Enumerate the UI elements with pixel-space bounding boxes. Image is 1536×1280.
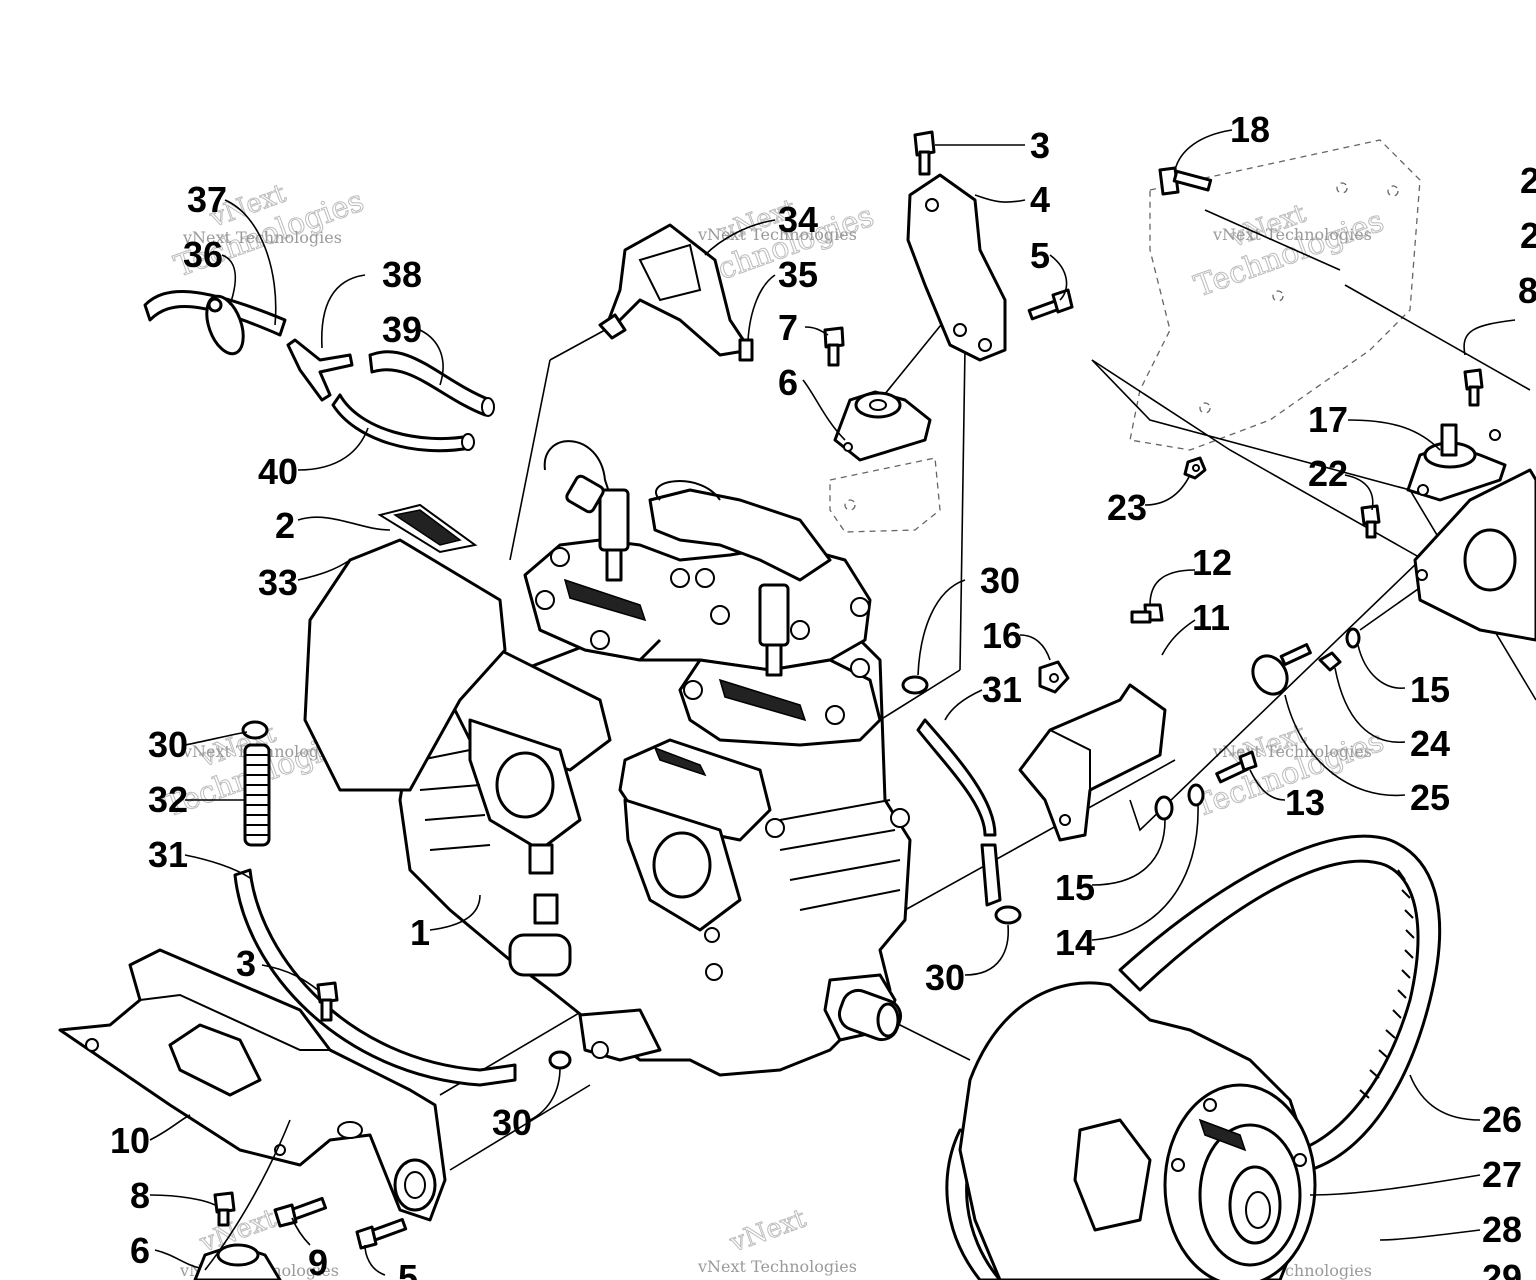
bolt-3-top (913, 130, 936, 176)
rubber-mount-6 (833, 390, 932, 462)
callout-label: 11 (1192, 597, 1230, 638)
clamps-30 (241, 675, 1022, 1070)
bolt-3-lower (316, 981, 339, 1022)
callout-label: 12 (1192, 542, 1232, 583)
callout-label: 22 (1308, 453, 1348, 494)
bolt-7 (823, 326, 845, 367)
callout-label: 40 (258, 451, 298, 492)
leader-lines (149, 129, 1516, 1276)
callout-label: 7 (778, 307, 798, 348)
callout-label: 3 (1030, 125, 1050, 166)
callout-label: 39 (382, 309, 422, 350)
bolt-8-right (1463, 368, 1484, 407)
callout-label: 8 (130, 1175, 150, 1216)
callout-label: 9 (308, 1242, 328, 1280)
callout-label: 15 (1055, 867, 1095, 908)
callout-label: 2 (1520, 160, 1536, 201)
watermark: vNext (725, 1203, 811, 1259)
watermark-text: vNext Technologies (697, 1257, 857, 1276)
callout-label: 33 (258, 562, 298, 603)
callout-label: 16 (982, 615, 1022, 656)
callout-label: 23 (1107, 487, 1147, 528)
svg-text:vNext: vNext (725, 1203, 810, 1258)
callout-label: 37 (187, 179, 227, 220)
bolts (207, 130, 1484, 1250)
callout-label: 17 (1308, 399, 1348, 440)
drive-clutch-27 (958, 981, 1317, 1280)
callout-label: 29 (1482, 1257, 1522, 1280)
callout-label: 32 (148, 779, 188, 820)
callout-label: 1 (410, 912, 430, 953)
callout-label: 25 (1410, 777, 1450, 818)
callout-label: 30 (925, 957, 965, 998)
fitting-on-hose (207, 297, 223, 313)
callout-label: 3 (236, 943, 256, 984)
bolt-13 (1215, 750, 1258, 784)
screw-12 (1130, 603, 1164, 624)
callout-label: 26 (1482, 1099, 1522, 1140)
callout-label: 38 (382, 254, 422, 295)
cover-plate-34 (598, 223, 754, 362)
ghost-parts (829, 139, 1421, 533)
watermark-text: vNext Technologies (182, 228, 342, 247)
watermark-text: vNext Technologies (1212, 742, 1372, 761)
callout-label: 14 (1055, 922, 1095, 963)
callout-label: 30 (980, 560, 1020, 601)
washer-14 (1187, 783, 1205, 807)
rubber-mount-17 (1406, 423, 1507, 502)
callout-label: 34 (778, 199, 818, 240)
callout-label: 5 (398, 1257, 418, 1280)
watermark-text: vNext Technologies (1212, 225, 1372, 244)
washer-15-left (1154, 795, 1174, 821)
callout-labels: 1 2 3 4 5 6 7 3 18 2 2 8 17 22 23 12 11 … (110, 109, 1536, 1280)
callout-label: 13 (1285, 782, 1325, 823)
bolt-5-top (1027, 288, 1074, 321)
decal-2 (377, 503, 478, 554)
callout-label: 24 (1410, 723, 1450, 764)
watermark-text: vNext Technologies (697, 225, 857, 244)
bolt-18 (1158, 166, 1213, 196)
bolt-22 (1360, 504, 1381, 539)
mount-bracket-4 (906, 173, 1007, 362)
bolt-5-lower (355, 1217, 408, 1250)
callout-label: 31 (148, 834, 188, 875)
bracket-11 (1018, 683, 1167, 842)
nut-23 (1183, 456, 1207, 480)
callout-label: 30 (148, 724, 188, 765)
callout-label: 8 (1518, 270, 1536, 311)
callout-label: 6 (130, 1230, 150, 1271)
callout-label: 31 (982, 669, 1022, 710)
callout-label: 30 (492, 1102, 532, 1143)
washer-15-right (1345, 627, 1361, 649)
callout-label: 28 (1482, 1209, 1522, 1250)
engine-plate-10 (58, 948, 447, 1222)
hoses (143, 290, 1002, 1087)
callout-label: 2 (1520, 215, 1536, 256)
nut-16 (1038, 660, 1070, 694)
knob-25 (1251, 643, 1312, 696)
nut-24 (1318, 651, 1342, 672)
callout-label: 5 (1030, 235, 1050, 276)
callout-label: 2 (275, 505, 295, 546)
callout-label: 27 (1482, 1154, 1522, 1195)
callout-label: 6 (778, 362, 798, 403)
gasket-33 (303, 538, 507, 792)
callout-label: 35 (778, 254, 818, 295)
callout-label: 15 (1410, 669, 1450, 710)
bolt-8-lower (213, 1191, 236, 1227)
bolt-9 (273, 1196, 328, 1228)
callout-label: 10 (110, 1120, 150, 1161)
mount-bracket-right (1413, 468, 1536, 642)
engine-assembly (398, 440, 912, 1077)
callout-label: 36 (183, 234, 223, 275)
callout-label: 4 (1030, 179, 1050, 220)
callout-label: 18 (1230, 109, 1270, 150)
